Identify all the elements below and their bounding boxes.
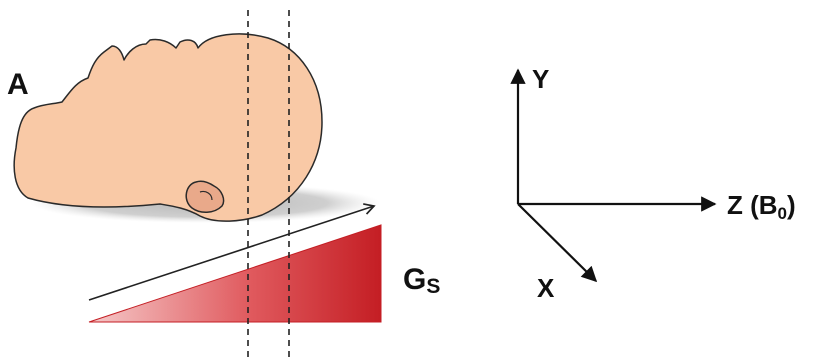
x-axis-label: X [537, 273, 555, 303]
x-axis-arrow [518, 204, 596, 281]
z-axis-label: Z (B0) [727, 190, 796, 223]
head-profile-icon [14, 34, 322, 221]
y-axis-label: Y [532, 64, 549, 94]
coordinate-axes [518, 70, 715, 281]
panel-label: A [7, 68, 29, 101]
gradient-wedge-icon [89, 225, 381, 322]
gradient-label: GS [403, 263, 440, 298]
